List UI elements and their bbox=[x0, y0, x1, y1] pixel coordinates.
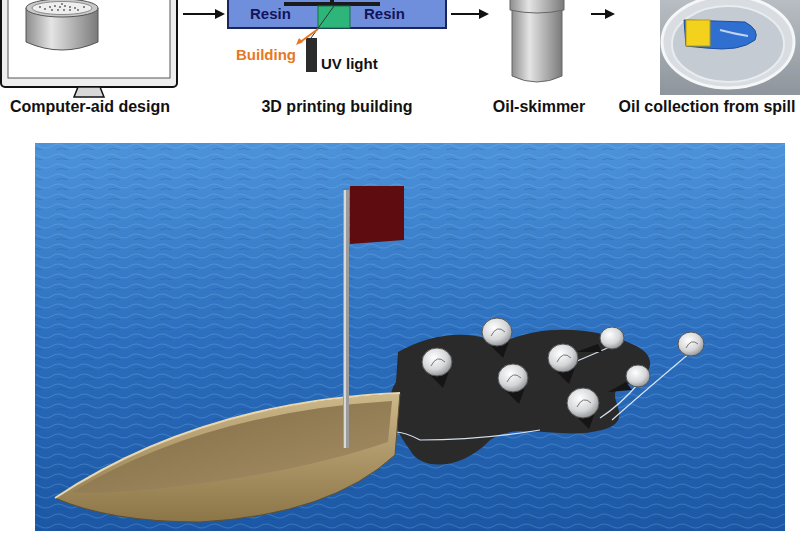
skimmer-fleet-part bbox=[567, 388, 599, 429]
part-label: UV light bbox=[321, 55, 378, 73]
skimmer-fleet-part-part bbox=[507, 375, 521, 382]
printer-schematic-part bbox=[311, 6, 334, 38]
process-step: Oil-skimmer bbox=[490, 0, 588, 120]
boat bbox=[55, 186, 404, 522]
printer-schematic-part bbox=[318, 6, 350, 28]
skimmer-fleet-part bbox=[548, 344, 578, 384]
process-step: Oil collection from spill bbox=[616, 0, 798, 120]
monitor-icon-part-part bbox=[69, 6, 71, 8]
monitor-icon-part-part bbox=[54, 5, 56, 7]
skimmer-icon-part bbox=[510, 0, 564, 13]
monitor-icon-part-part bbox=[74, 7, 76, 9]
monitor-icon bbox=[1, 0, 177, 97]
part-label: Resin bbox=[250, 5, 291, 23]
skimmer-fleet-part-part bbox=[608, 382, 632, 392]
part-label: Resin bbox=[364, 5, 405, 23]
monitor-icon-part-part bbox=[39, 6, 41, 8]
skimmer-fleet-part-part bbox=[557, 355, 571, 362]
monitor-icon-part bbox=[39, 3, 85, 11]
flow-arrow bbox=[451, 13, 487, 15]
monitor-icon-part-part bbox=[51, 9, 53, 11]
skimmer-fleet-part-part bbox=[548, 344, 578, 372]
skimmer-icon bbox=[510, 0, 564, 82]
photo-part bbox=[672, 6, 784, 82]
printer-schematic bbox=[228, 0, 446, 72]
skimmer-fleet-part-part bbox=[431, 359, 445, 366]
step-caption: Oil collection from spill bbox=[616, 97, 798, 117]
skimmer-fleet-part-part bbox=[498, 364, 528, 392]
printer-schematic-part bbox=[306, 38, 317, 72]
monitor-icon-part bbox=[8, 0, 170, 78]
skimmer-fleet-part bbox=[576, 327, 624, 352]
skimmer-fleet-part-part bbox=[626, 365, 650, 387]
monitor-icon-part bbox=[1, 0, 177, 87]
monitor-icon-part bbox=[32, 2, 92, 15]
boat-part bbox=[350, 186, 404, 244]
process-step: Computer-aid design bbox=[0, 0, 180, 120]
skimmer-fleet-part bbox=[482, 318, 512, 358]
monitor-icon-part-part bbox=[49, 6, 51, 8]
skimmer-fleet-part-part bbox=[678, 332, 704, 356]
boat-part bbox=[343, 190, 349, 448]
skimmer-fleet-part-part bbox=[422, 348, 452, 376]
skimmer-fleet-part-part bbox=[600, 327, 624, 349]
flow-arrow bbox=[591, 13, 613, 15]
skimmer-fleet-part bbox=[498, 364, 528, 404]
skimmer-fleet-part-part bbox=[686, 342, 698, 348]
step-caption: 3D printing building bbox=[226, 97, 448, 117]
monitor-icon-part-part bbox=[44, 8, 46, 10]
step-caption: Computer-aid design bbox=[0, 97, 180, 117]
step-caption: Oil-skimmer bbox=[490, 97, 588, 117]
photo-part bbox=[684, 20, 756, 49]
monitor-icon-part bbox=[58, 97, 120, 98]
skimmer-fleet-part bbox=[422, 348, 452, 388]
part-label: Building bbox=[236, 46, 296, 64]
monitor-icon-part-part bbox=[64, 5, 66, 7]
photo-part bbox=[686, 20, 710, 46]
monitor-icon-part-part bbox=[61, 3, 63, 5]
boat-part bbox=[344, 190, 346, 448]
ocean-scene-part bbox=[35, 143, 785, 531]
ocean-scene-part-part bbox=[420, 430, 540, 440]
skimmer-fleet-part-part bbox=[482, 318, 512, 346]
photo-part bbox=[662, 0, 794, 88]
skimmer-fleet-part bbox=[608, 365, 650, 392]
skimmer-fleet-part-part bbox=[576, 344, 602, 352]
monitor-icon-part-part bbox=[83, 6, 85, 8]
skimmer-fleet bbox=[422, 318, 704, 429]
printer-schematic-part bbox=[296, 38, 303, 45]
monitor-icon-part-part bbox=[63, 9, 65, 11]
ocean-scene bbox=[35, 143, 785, 531]
skimmer-fleet-part-part bbox=[567, 388, 599, 418]
monitor-icon-part-part bbox=[69, 9, 71, 11]
skimmer-fleet-part bbox=[678, 332, 704, 356]
ocean-scene-part bbox=[395, 346, 691, 440]
monitor-icon-part bbox=[74, 87, 104, 97]
skimmer-fleet-part-part bbox=[577, 400, 591, 407]
printer-schematic-part bbox=[228, 0, 446, 28]
monitor-icon-part-part bbox=[59, 6, 61, 8]
skimmer-fleet-part-part bbox=[491, 329, 505, 336]
monitor-icon-part-part bbox=[57, 9, 59, 11]
ocean-scene-part bbox=[390, 330, 650, 465]
monitor-icon-part bbox=[26, 0, 98, 17]
photo bbox=[660, 0, 800, 95]
ocean-scene-part bbox=[35, 143, 785, 531]
printer-schematic-part bbox=[330, 0, 334, 4]
monitor-icon-part-part bbox=[77, 9, 79, 11]
ocean-scene-part-part bbox=[395, 432, 420, 440]
photo-part bbox=[720, 30, 748, 36]
flow-arrow bbox=[183, 13, 223, 15]
